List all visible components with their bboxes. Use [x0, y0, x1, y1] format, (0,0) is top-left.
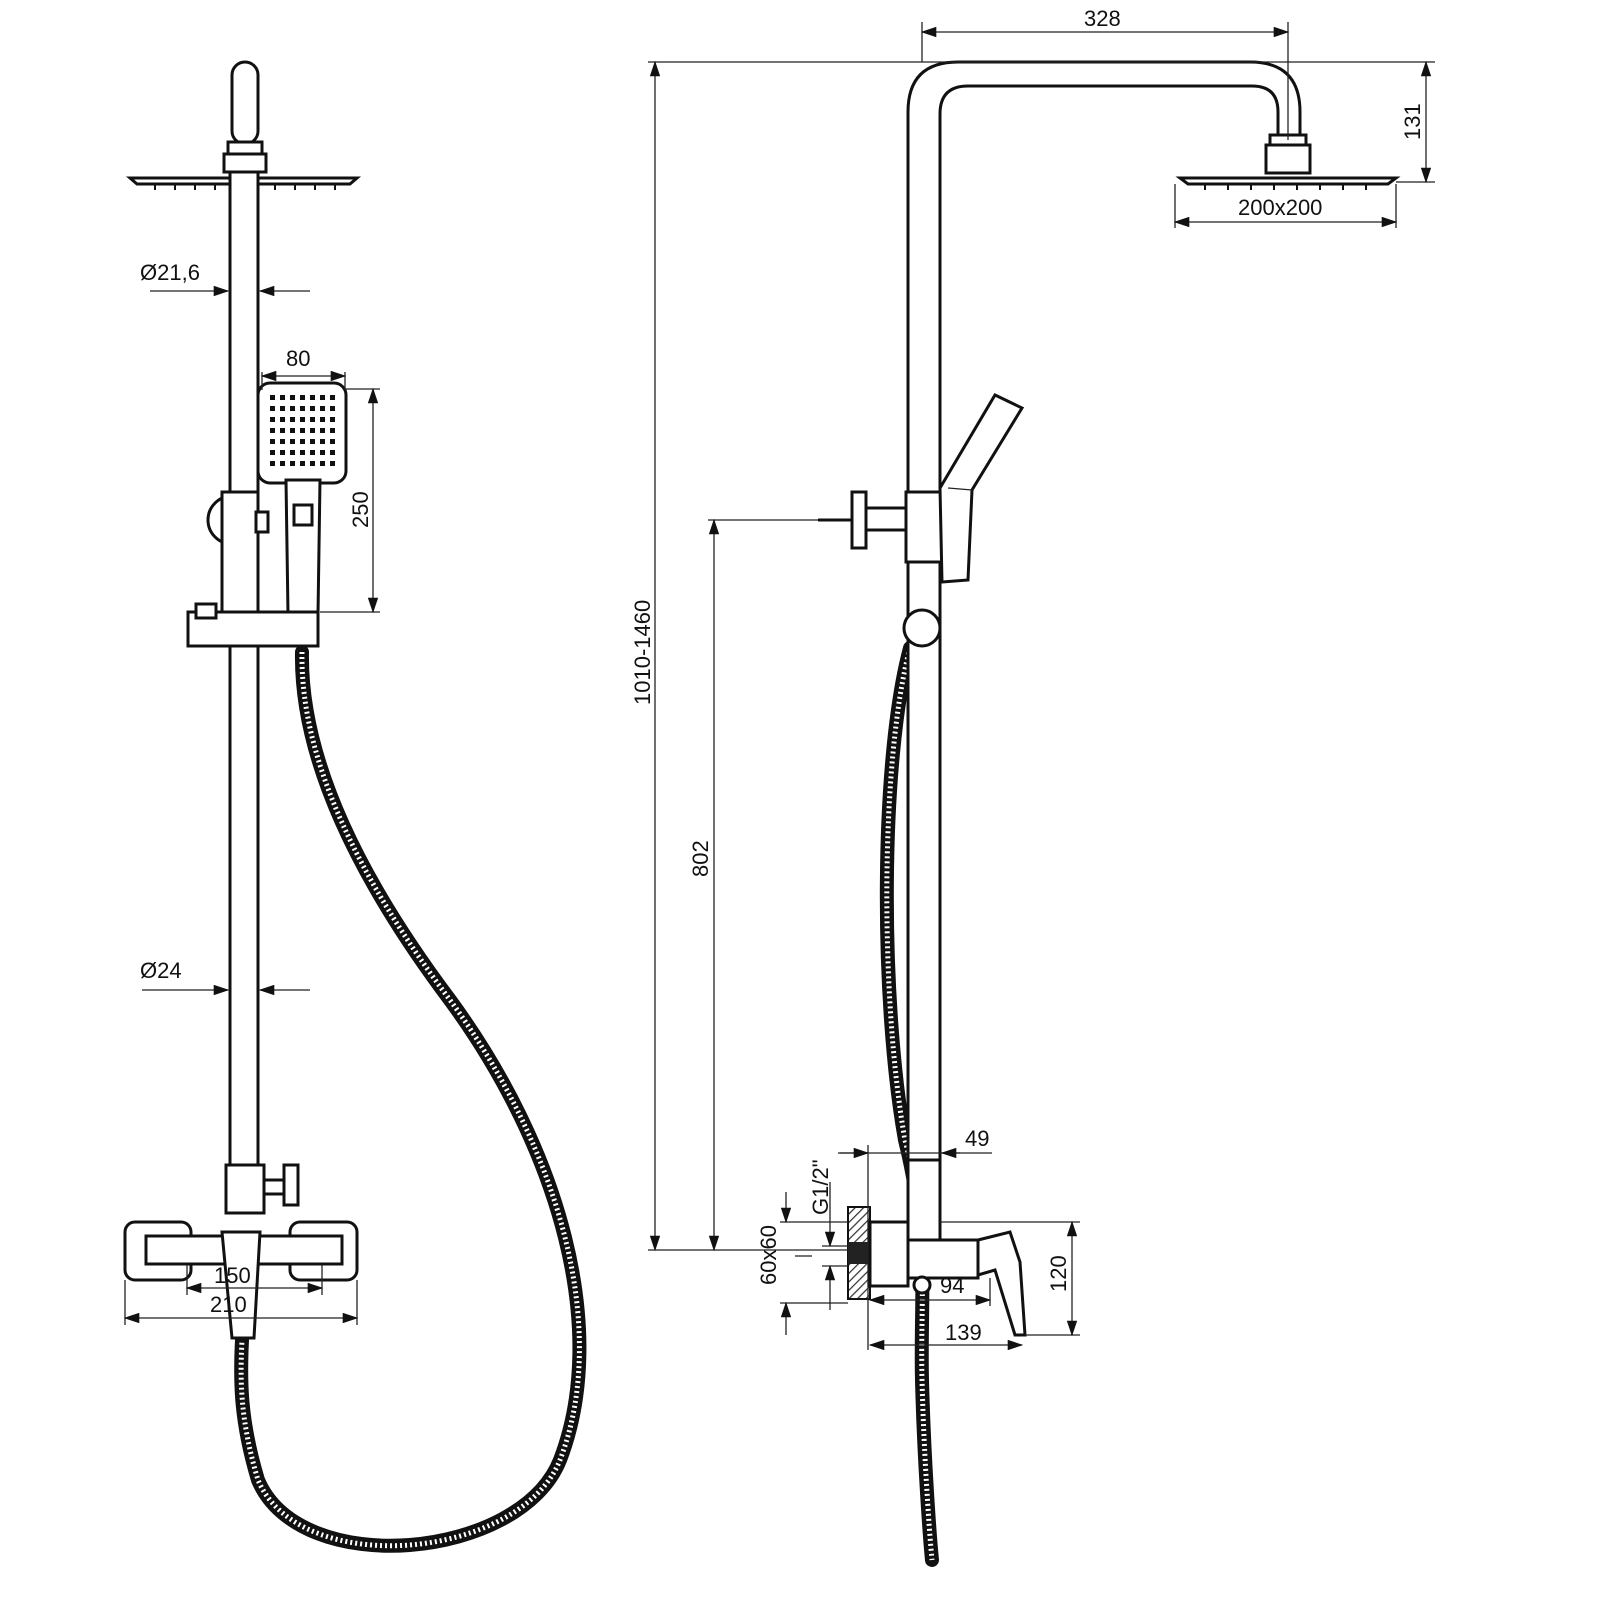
nozzle-dot	[330, 395, 335, 400]
side-slider	[904, 490, 944, 564]
dim-inlet-spacing: 150	[214, 1263, 251, 1288]
nozzle-dot	[300, 395, 305, 400]
nozzle-dot	[320, 461, 325, 466]
clamp-tab	[194, 602, 218, 620]
nozzle-dot	[300, 428, 305, 433]
nozzle-dot	[330, 461, 335, 466]
nozzle-dot	[290, 428, 295, 433]
dim-head-size: 200x200	[1238, 195, 1322, 220]
nozzle-dot	[330, 439, 335, 444]
nozzle-dot	[310, 461, 315, 466]
front-mixer	[123, 1220, 359, 1340]
front-hand-shower	[256, 381, 348, 616]
dim-thread: G1/2"	[808, 1159, 833, 1215]
head-nut-side	[1264, 143, 1312, 175]
nozzle-dot	[300, 439, 305, 444]
nozzle-dot	[270, 461, 275, 466]
dim-hand-shower-width: 80	[286, 346, 310, 371]
nozzle-dot	[280, 461, 285, 466]
dim-mixer-width: 210	[210, 1292, 247, 1317]
nozzle-dot	[280, 395, 285, 400]
nozzle-dot	[300, 417, 305, 422]
slider-pin	[254, 510, 270, 534]
dim-bracket-height: 802	[688, 840, 713, 877]
nozzle-dot	[290, 395, 295, 400]
front-dimensions: Ø21,6 80 250 Ø24 150 210	[123, 260, 380, 1325]
nozzle-dot	[310, 450, 315, 455]
nozzle-dot	[290, 461, 295, 466]
front-hose	[234, 645, 587, 1553]
head-connector	[226, 140, 264, 156]
dim-lever-depth: 139	[945, 1320, 982, 1345]
nozzle-dot	[330, 406, 335, 411]
dim-lower-diameter: Ø24	[140, 958, 182, 983]
nozzle-dot	[320, 428, 325, 433]
nozzle-dot	[270, 450, 275, 455]
side-dimensions: 328 131 200x200 1010-1460 802 49 G1/2"	[630, 6, 1435, 1351]
front-pole	[228, 170, 260, 1169]
diverter	[224, 1163, 266, 1215]
head-connector-nut	[222, 152, 268, 174]
nozzle-dot	[280, 406, 285, 411]
nozzle-dot	[310, 417, 315, 422]
side-shower-head	[1175, 176, 1401, 190]
dim-mixer-depth: 94	[940, 1273, 964, 1298]
nozzle-dot	[270, 406, 275, 411]
side-view: 328 131 200x200 1010-1460 802 49 G1/2"	[630, 6, 1435, 1567]
nozzle-dot	[310, 395, 315, 400]
nozzle-dot	[310, 428, 315, 433]
nozzle-dot	[300, 450, 305, 455]
dim-arm-reach: 328	[1084, 6, 1121, 31]
dim-mixer-height: 120	[1046, 1255, 1071, 1292]
nozzle-dot	[330, 417, 335, 422]
nozzle-dot	[320, 439, 325, 444]
nozzle-dot	[320, 395, 325, 400]
wall-bracket	[818, 490, 910, 550]
dim-pipe-offset: 49	[965, 1126, 989, 1151]
nozzle-dot	[300, 406, 305, 411]
nozzle-dot	[280, 417, 285, 422]
nozzle-dot	[290, 450, 295, 455]
nozzle-dot	[310, 439, 315, 444]
nozzle-dot	[290, 417, 295, 422]
nozzle-dot	[270, 417, 275, 422]
nozzle-dot	[290, 439, 295, 444]
dim-total-height: 1010-1460	[630, 600, 655, 705]
front-view: Ø21,6 80 250 Ø24 150 210	[123, 60, 587, 1553]
nozzle-dot	[270, 439, 275, 444]
nozzle-dot	[280, 450, 285, 455]
nozzle-dot	[270, 428, 275, 433]
nozzle-dot	[280, 439, 285, 444]
dim-head-drop: 131	[1400, 103, 1425, 140]
nozzle-dot	[320, 406, 325, 411]
nozzle-dot	[310, 406, 315, 411]
slider-body	[220, 490, 260, 616]
nozzle-dot	[280, 428, 285, 433]
height-knob	[902, 608, 942, 648]
diverter-handle	[282, 1163, 300, 1207]
nozzle-dot	[320, 417, 325, 422]
nozzle-dot	[300, 461, 305, 466]
dim-upper-diameter: Ø21,6	[140, 260, 200, 285]
nozzle-dot	[330, 428, 335, 433]
pipe-top-cap	[230, 60, 260, 146]
nozzle-dot	[320, 450, 325, 455]
nozzle-dot	[270, 395, 275, 400]
dim-hand-shower-length: 250	[348, 491, 373, 528]
side-pole-arm	[906, 60, 1302, 1162]
side-mixer	[847, 1158, 1027, 1337]
side-hand-shower	[938, 393, 1025, 584]
dim-flange: 60x60	[756, 1225, 781, 1285]
nozzle-dot	[330, 450, 335, 455]
nozzle-dot	[290, 406, 295, 411]
